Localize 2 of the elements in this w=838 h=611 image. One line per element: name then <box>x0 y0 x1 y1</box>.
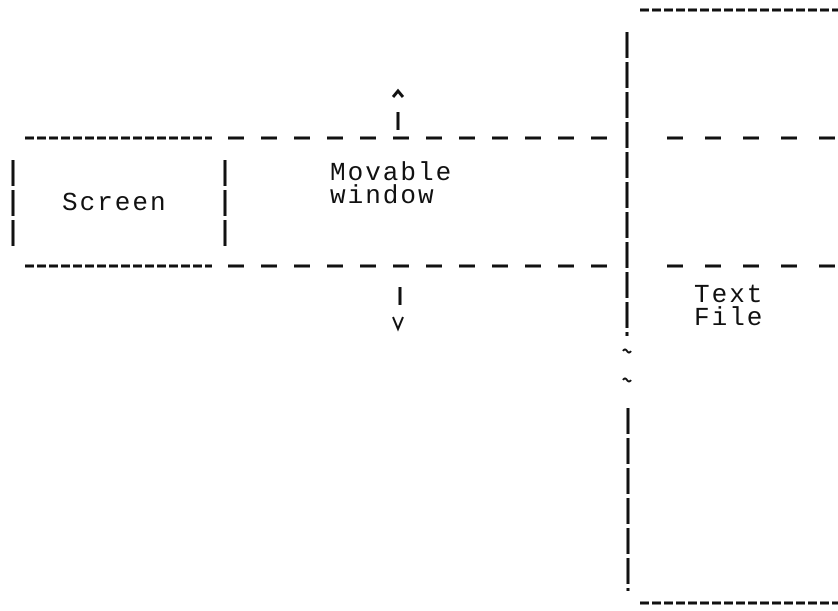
node-label: Movable window <box>330 162 454 208</box>
node-label: Text File <box>694 284 766 330</box>
